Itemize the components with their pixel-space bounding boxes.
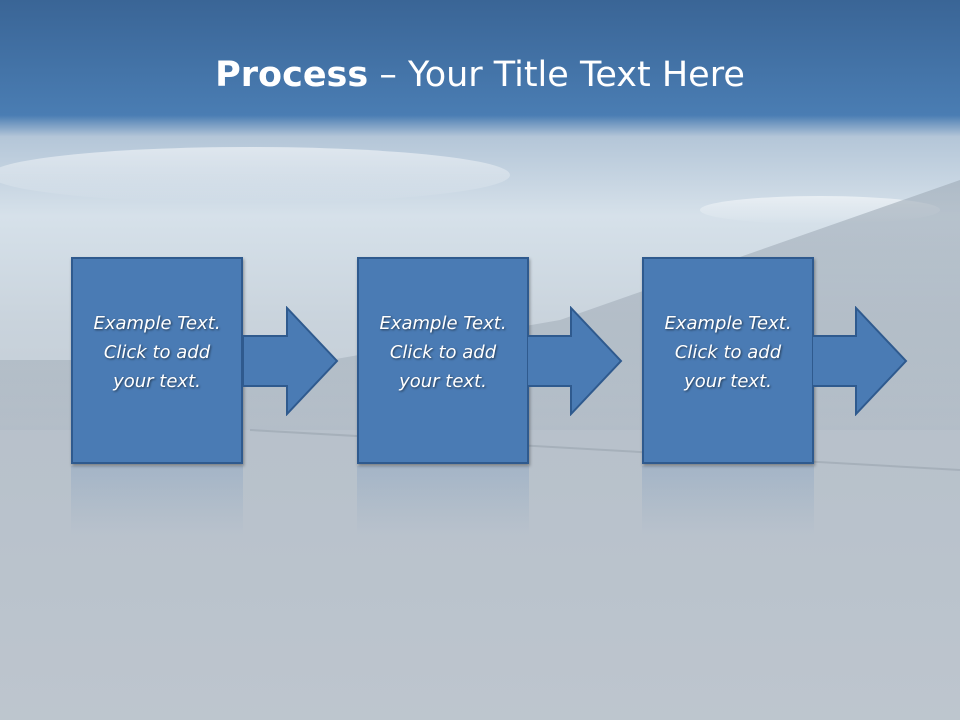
step-text[interactable]: Example Text. Click to add your text. [93,313,221,392]
process-step-3[interactable]: Example Text. Click to add your text. [642,257,814,464]
slide-title[interactable]: Process – Your Title Text Here [0,52,960,98]
process-step-1[interactable]: Example Text. Click to add your text. [71,257,243,464]
step-box [71,257,243,464]
arrow-right-icon [527,306,623,416]
title-bold-part: Process [215,55,369,95]
step-reflection [642,466,814,536]
arrow-right-icon [243,306,339,416]
step-text[interactable]: Example Text. Click to add your text. [379,313,507,392]
step-text[interactable]: Example Text. Click to add your text. [664,313,792,392]
step-reflection [71,466,243,536]
step-box [357,257,529,464]
step-box [642,257,814,464]
title-rest-part: – Your Title Text Here [368,55,745,95]
step-reflection [357,466,529,536]
process-step-2[interactable]: Example Text. Click to add your text. [357,257,529,464]
arrow-right-icon [812,306,908,416]
